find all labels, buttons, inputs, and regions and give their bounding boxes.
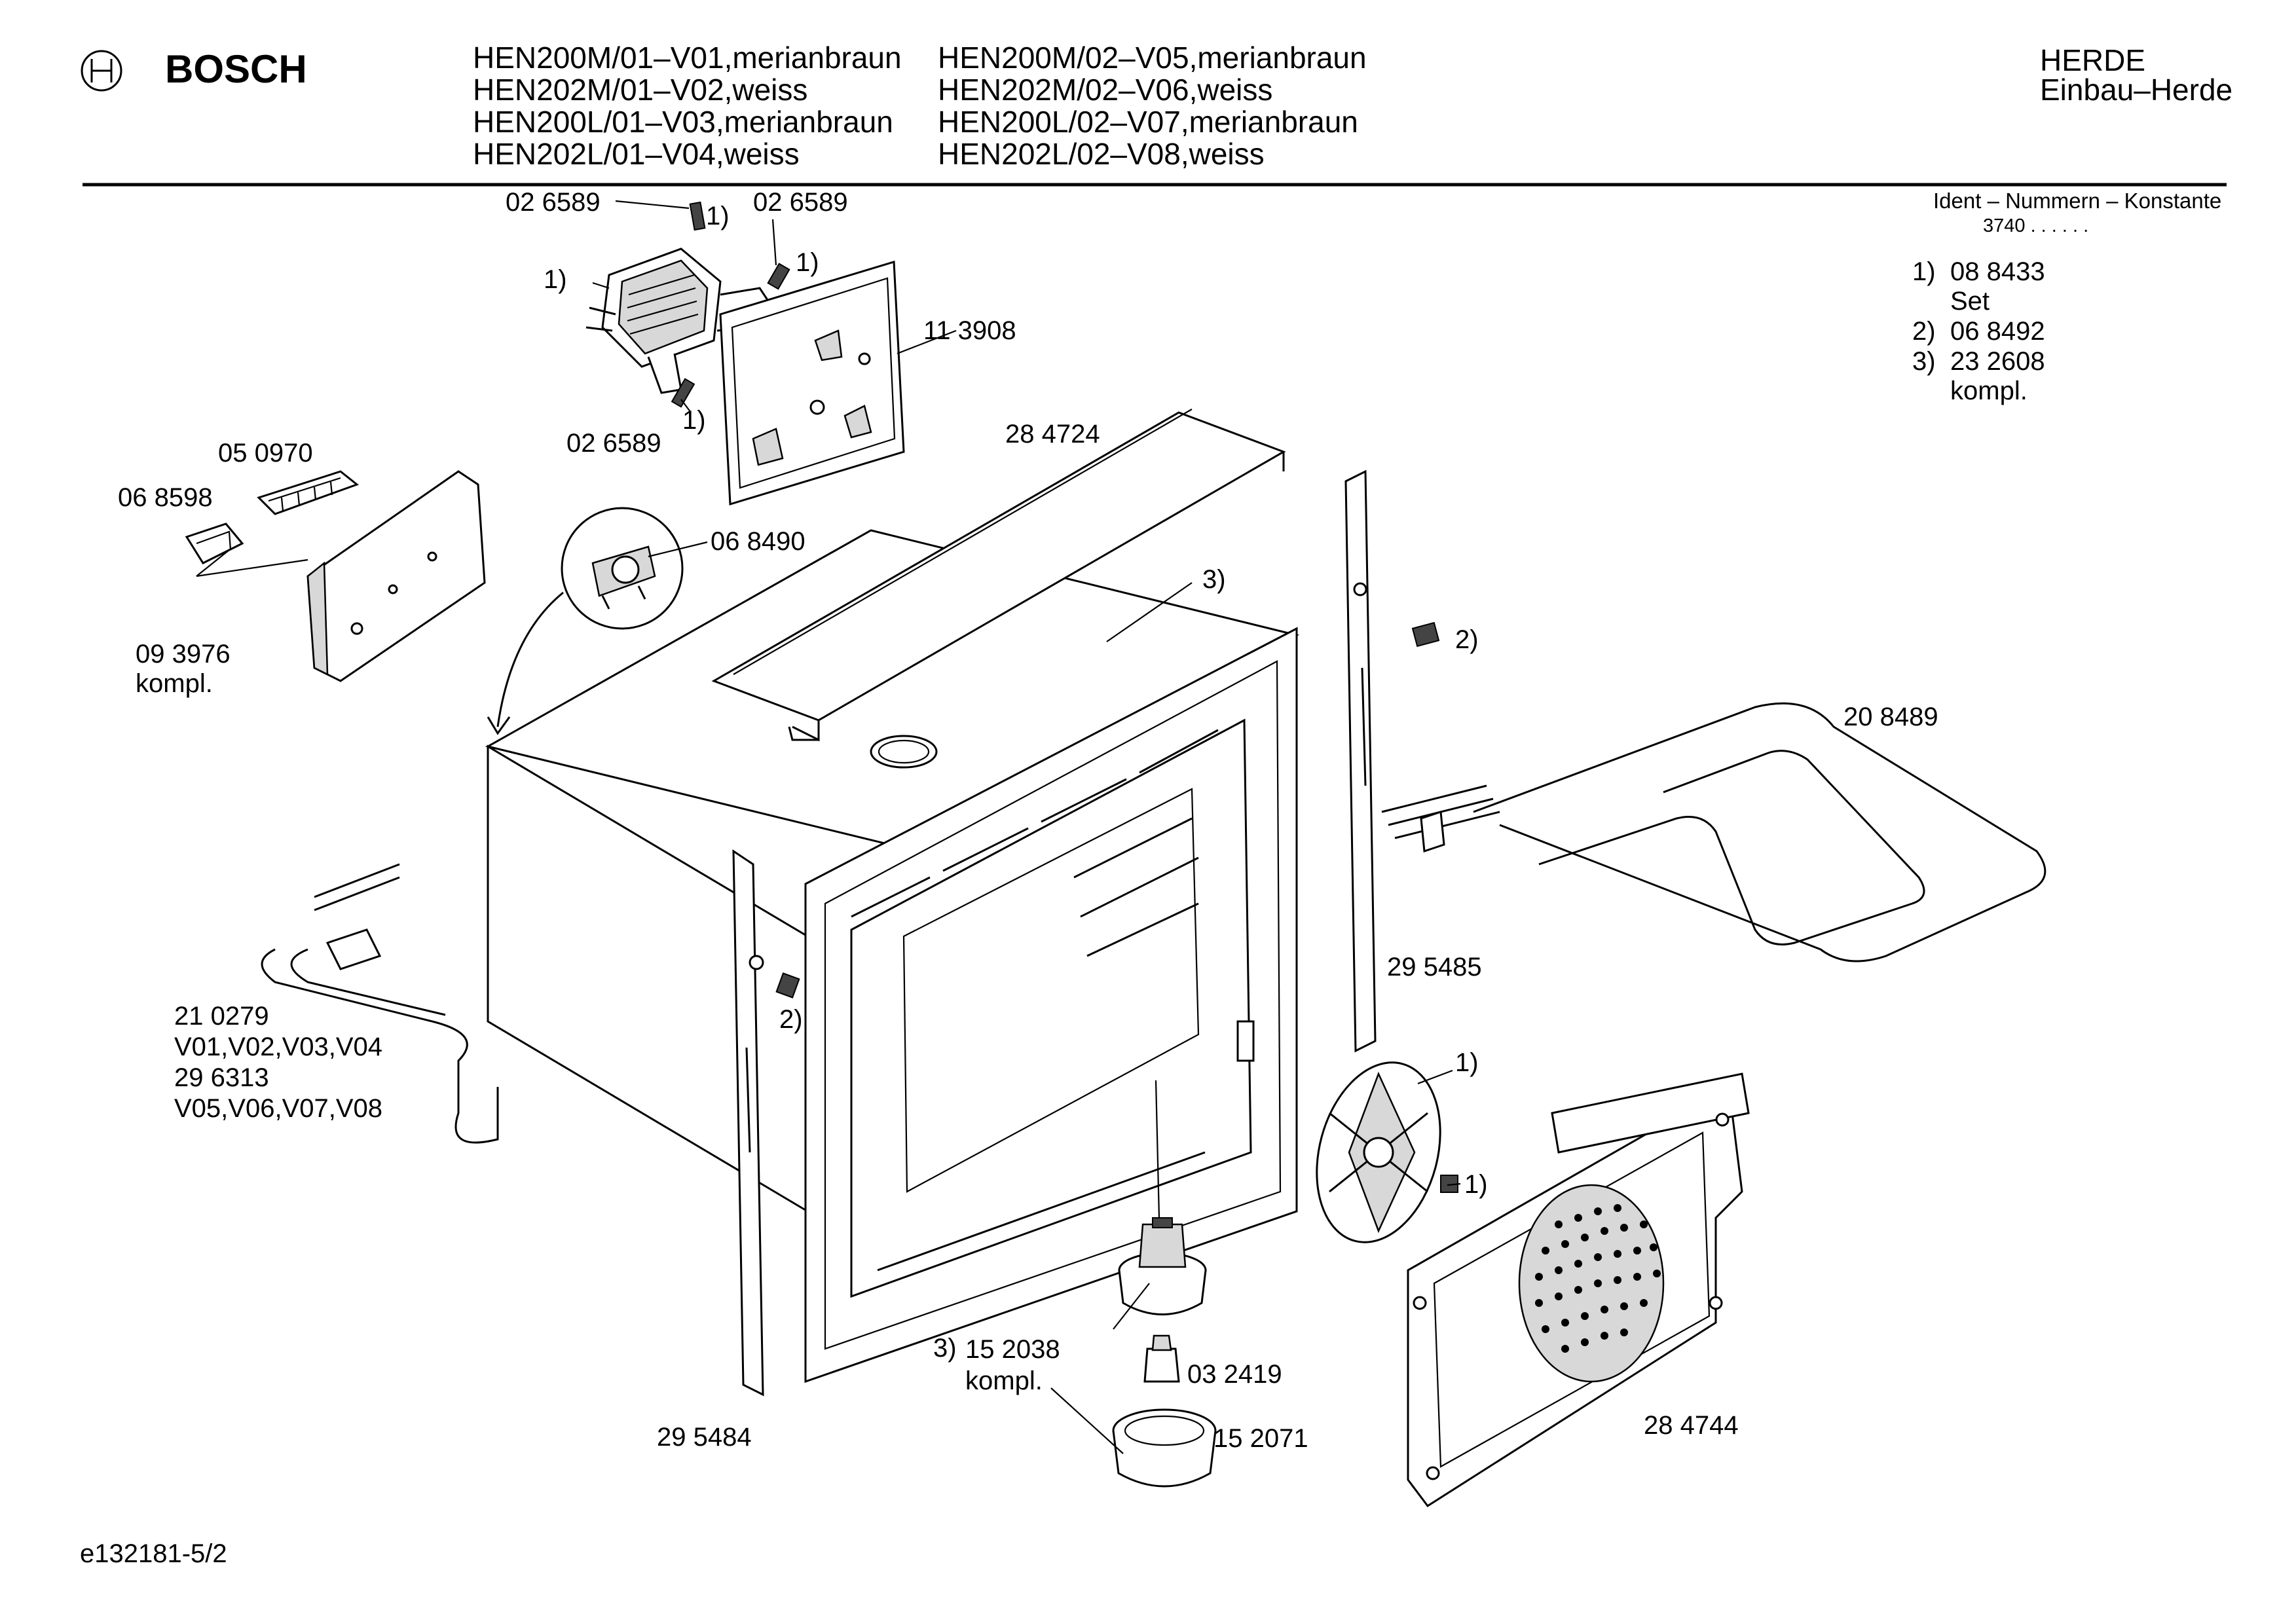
part-number: 15 2038 [965, 1335, 1060, 1364]
ident-number: 08 8433 [1950, 257, 2045, 286]
part-ref: 3) [933, 1334, 957, 1363]
model-line: HEN200M/02–V05,merianbraun [938, 41, 1367, 75]
ident-number: 06 8492 [1950, 317, 2045, 346]
part-number: 28 4744 [1644, 1411, 1739, 1440]
part-number: 11 3908 [923, 316, 1016, 345]
thermostat-detail [561, 507, 684, 630]
ident-ref: 2) [1912, 317, 1936, 346]
clip [689, 201, 706, 231]
bosch-armature-icon [81, 50, 122, 92]
part-number: 06 8598 [118, 483, 213, 512]
ident-title: Ident – Nummern – Konstante [1933, 189, 2221, 213]
part-ref: 2) [1455, 625, 1479, 654]
part-number: 02 6589 [753, 188, 848, 217]
oven-lamp-socket [1118, 1217, 1207, 1315]
subcategory-title: Einbau–Herde [2040, 73, 2232, 107]
ident-number: 23 2608 [1950, 347, 2045, 376]
model-list-left: HEN200M/01–V01,merianbraun HEN202M/01–V0… [473, 41, 902, 171]
part-number: 29 6313 [174, 1063, 269, 1092]
ident-constant: 3740 . . . . . . [1983, 215, 2088, 236]
part-note: kompl. [136, 669, 213, 698]
part-ref: 1) [544, 265, 567, 294]
part-number: 06 8490 [711, 527, 805, 556]
part-labels: 02 6589 1) 02 6589 1) 1) 11 3908 1) 02 6… [118, 188, 1938, 1453]
part-number: 21 0279 [174, 1002, 269, 1031]
model-line: HEN202L/02–V08,weiss [938, 137, 1265, 171]
model-line: HEN202M/02–V06,weiss [938, 73, 1272, 107]
air-duct [711, 409, 1286, 742]
leader-lines [592, 200, 1461, 1454]
brand-name: BOSCH [165, 47, 307, 91]
oven-lamp-cover [1112, 1408, 1217, 1488]
part-ref: 2) [779, 1005, 803, 1034]
top-heating-element [1381, 702, 2046, 962]
ident-ref: 3) [1912, 347, 1936, 376]
perforation-grid [1535, 1204, 1661, 1353]
part-ref: 1) [1464, 1170, 1488, 1199]
lower-heating-element [261, 863, 499, 1144]
part-number: 05 0970 [218, 439, 313, 467]
part-number: 03 2419 [1187, 1360, 1282, 1389]
model-line: HEN202M/01–V02,weiss [473, 73, 807, 107]
model-line: HEN202L/01–V04,weiss [473, 137, 800, 171]
model-list-right: HEN200M/02–V05,merianbraun HEN202M/02–V0… [938, 41, 1367, 171]
part-number: 02 6589 [566, 429, 661, 458]
part-number: 09 3976 [136, 640, 231, 669]
side-rail-right [1344, 469, 1377, 1053]
part-note: kompl. [965, 1366, 1043, 1395]
part-ref: 1) [682, 406, 706, 435]
part-variants: V05,V06,V07,V08 [174, 1094, 382, 1123]
ident-ref: 1) [1912, 257, 1936, 286]
ident-note: Set [1950, 287, 1990, 316]
part-ref: 1) [1455, 1048, 1479, 1077]
part-number: 15 2071 [1213, 1424, 1308, 1453]
part-number: 20 8489 [1843, 703, 1938, 731]
convection-fan-wheel [1316, 1061, 1441, 1243]
model-line: HEN200L/01–V03,merianbraun [473, 105, 893, 139]
clip [671, 378, 695, 408]
connector-block [185, 522, 244, 564]
part-variants: V01,V02,V03,V04 [174, 1033, 382, 1061]
part-ref: 1) [796, 248, 819, 277]
part-number: 02 6589 [506, 188, 601, 217]
ident-panel: Ident – Nummern – Konstante 3740 . . . .… [1912, 189, 2221, 405]
part-number: 29 5484 [657, 1423, 752, 1452]
rear-cover-plate [719, 261, 905, 505]
part-ref: 3) [1202, 565, 1226, 594]
terminal-block [257, 470, 360, 515]
fan-cover-plate [1407, 1072, 1750, 1508]
model-line: HEN200M/01–V01,merianbraun [473, 41, 902, 75]
drawing-id: e132181-5/2 [80, 1539, 227, 1568]
clip [1411, 621, 1440, 648]
bosch-logo: BOSCH [81, 47, 307, 92]
clip [767, 263, 790, 290]
clip [775, 972, 800, 998]
control-bracket [306, 470, 486, 682]
part-number: 28 4724 [1005, 420, 1100, 449]
category-title: HERDE [2040, 43, 2145, 77]
ident-note: kompl. [1950, 376, 2028, 405]
oven-lamp-bulb [1143, 1334, 1180, 1383]
front-frame [804, 627, 1298, 1383]
part-number: 29 5485 [1387, 953, 1482, 981]
part-ref: 1) [706, 202, 730, 230]
model-line: HEN200L/02–V07,merianbraun [938, 105, 1358, 139]
